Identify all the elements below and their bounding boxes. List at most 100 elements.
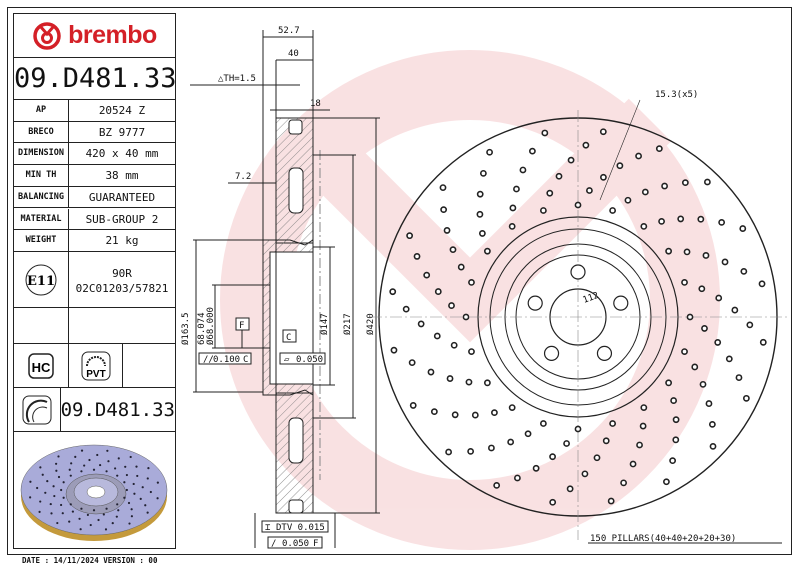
homologation-number: 02C01203/57821 (75, 282, 169, 295)
drill-hole (529, 147, 536, 155)
drill-hole (636, 441, 643, 449)
drill-hole (697, 215, 705, 223)
render-drill-hole (83, 464, 86, 467)
drill-hole (483, 247, 491, 255)
render-drill-hole (88, 458, 91, 462)
drill-hole (702, 252, 710, 259)
drill-hole (641, 188, 649, 196)
drill-hole (735, 374, 743, 381)
drill-hole (524, 430, 532, 438)
drill-hole (508, 404, 516, 412)
svg-text:PVT: PVT (86, 369, 105, 380)
dim-d217: Ø217 (342, 313, 353, 335)
render-drill-hole (59, 503, 63, 507)
drill-hole (478, 230, 486, 237)
spec-label: WEIGHT (14, 230, 69, 251)
render-drill-hole (92, 468, 96, 471)
drill-hole (449, 246, 457, 254)
render-drill-hole (107, 460, 110, 463)
drill-hole (390, 346, 398, 354)
render-drill-hole (147, 467, 150, 470)
render-drill-hole (80, 507, 83, 510)
drill-hole (635, 152, 642, 160)
drill-hole (546, 189, 554, 197)
render-drill-hole (117, 509, 120, 512)
drill-hole (670, 397, 678, 404)
drill-hole (483, 379, 491, 387)
render-drill-hole (38, 510, 41, 513)
datum-f: F (239, 321, 244, 331)
render-drill-hole (74, 455, 77, 458)
svg-text:HC: HC (32, 360, 51, 375)
drill-hole (746, 321, 754, 329)
drill-hole (681, 179, 689, 187)
disc-front-view (370, 110, 790, 540)
spec-value: 420 x 40 mm (85, 147, 159, 161)
dim-bore-max: 68.074 (197, 312, 207, 345)
render-drill-hole (70, 462, 73, 465)
render-drill-hole (149, 490, 152, 494)
drill-hole (677, 215, 685, 223)
render-drill-hole (60, 488, 63, 492)
spec-label: MATERIAL (14, 208, 69, 229)
drill-hole (409, 402, 417, 409)
render-drill-hole (106, 449, 109, 452)
drill-hole (555, 172, 563, 180)
reference-row: 09.D481.33 (14, 388, 175, 432)
drill-hole (465, 378, 473, 386)
drill-hole (698, 285, 706, 293)
disc-render (14, 432, 175, 548)
pillars-note: 150 PILLARS(40+40+20+20+30) (590, 534, 736, 544)
tol-dtv: DTV 0.015 (276, 523, 325, 533)
render-drill-hole (124, 465, 127, 468)
svg-text:F: F (313, 539, 318, 549)
drill-hole (423, 271, 431, 279)
spec-label: DIMENSION (14, 143, 69, 164)
brembo-logo-icon (33, 21, 61, 50)
drill-hole (541, 129, 549, 137)
drill-hole (467, 447, 475, 455)
spec-row-dimension: DIMENSION 420 x 40 mm (14, 143, 175, 165)
render-drill-hole (92, 509, 96, 512)
drill-hole (714, 339, 722, 346)
render-drill-hole (123, 496, 126, 499)
render-drill-hole (116, 503, 119, 506)
dim-d147: Ø147 (319, 313, 330, 335)
svg-text:C: C (243, 355, 248, 365)
render-drill-hole (129, 455, 132, 459)
drill-hole (665, 379, 673, 387)
drill-hole (443, 227, 451, 234)
drill-hole (616, 162, 624, 170)
render-drill-hole (68, 520, 71, 523)
drill-hole (703, 178, 711, 186)
svg-text:/: / (271, 539, 276, 549)
bolt-hole (570, 264, 586, 280)
drill-hole (462, 313, 470, 321)
drill-hole (402, 305, 410, 313)
render-drill-hole (29, 480, 32, 483)
date-version: DATE : 14/11/2024 VERSION : 00 (22, 556, 158, 565)
drill-hole (471, 411, 479, 419)
drill-hole (586, 187, 593, 194)
datum-c: C (286, 333, 291, 343)
part-number: 09.D481.33 (14, 58, 177, 100)
drill-hole (574, 201, 582, 209)
drill-hole (408, 359, 416, 366)
drill-hole (705, 400, 713, 407)
drill-hole (581, 470, 589, 478)
dim-d420: Ø420 (365, 313, 376, 335)
render-drill-hole (86, 513, 89, 517)
render-drill-hole (44, 491, 47, 494)
drill-hole (434, 288, 442, 295)
drill-hole (620, 479, 627, 487)
render-drill-hole (69, 503, 72, 506)
svg-text:⌶: ⌶ (265, 523, 271, 533)
disc-3d-image (20, 444, 168, 541)
render-drill-hole (71, 510, 74, 513)
spec-label: AP (14, 100, 69, 121)
drill-hole (607, 497, 615, 505)
drill-hole (567, 156, 575, 164)
